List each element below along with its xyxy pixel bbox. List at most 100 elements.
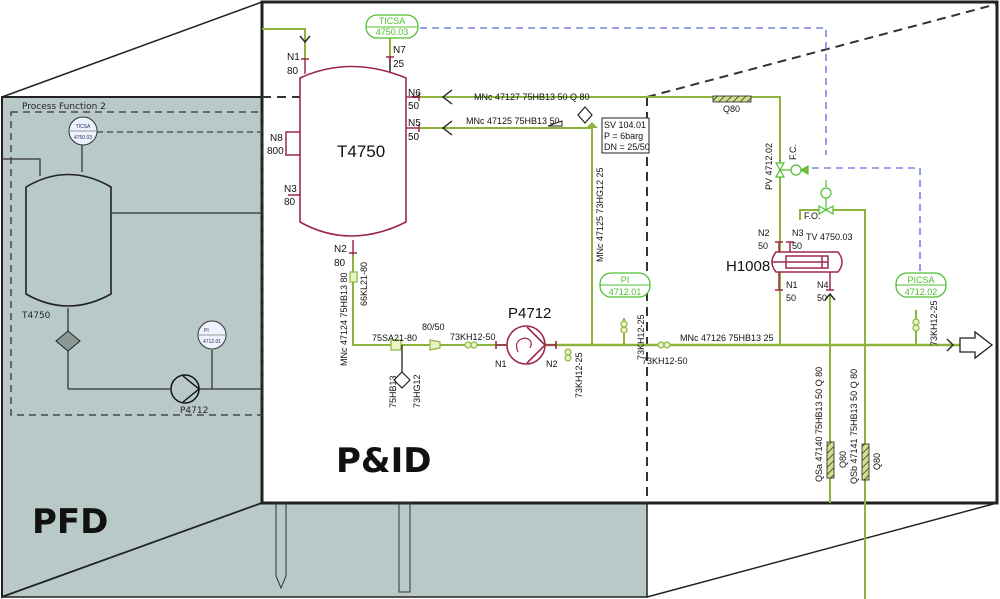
pfd-instrument-pi: PI 4712.01 [197, 320, 227, 350]
pfd-title: PFD [32, 502, 108, 542]
insulation-label: Q80 [723, 104, 740, 114]
line-label-vertical-sv: MNc 47125 73HG12 25 [595, 167, 605, 262]
svg-text:50: 50 [792, 241, 802, 251]
battery-limit-arrow[interactable] [959, 330, 994, 360]
hx-tag: H1008 [726, 258, 770, 275]
drain-diamond [393, 371, 411, 389]
pfd-pump [170, 374, 201, 404]
svg-text:N6: N6 [408, 88, 421, 99]
box-edge-bottom-right [646, 502, 998, 598]
reducer-label: 80/50 [422, 322, 445, 332]
svg-text:80: 80 [284, 197, 296, 208]
svg-text:N3: N3 [284, 184, 297, 195]
tank-tag: T4750 [337, 142, 385, 161]
line-label-qsb: QSb 47141 75HB13 50 Q 80 [849, 369, 859, 484]
instrument-ticsa[interactable]: TICSA 4750.03 [365, 14, 419, 39]
instrument-pi[interactable]: PI 4712.01 [599, 272, 651, 298]
sight-glass [547, 120, 563, 127]
pid-title: P&ID [336, 441, 431, 481]
svg-text:50: 50 [758, 241, 768, 251]
pfd-instrument-ticsa: TICSA 4750.03 [68, 116, 98, 146]
line-label-header: MNc 47126 75HB13 25 [680, 333, 774, 343]
drain-label-1: 75HB13 [388, 375, 398, 408]
pid-content: T4750 N1 80 N7 25 N6 50 N5 50 N8 800 N3 … [262, 14, 994, 599]
pump-p4712[interactable] [495, 325, 557, 365]
box-edge-top-left [1, 1, 263, 98]
safety-valve-diamond[interactable] [577, 106, 593, 124]
line-label-tank-outlet: MNc 47124 75HB13 80 [339, 272, 349, 366]
tank-t4750 [299, 65, 407, 237]
pv-tag: PV 4712.02 [764, 143, 774, 190]
insulation-label: Q80 [838, 451, 848, 468]
line-label-n5: MNc 47125 75HB13 50 [466, 116, 560, 126]
svg-text:80: 80 [287, 66, 299, 77]
hand-valves[interactable] [349, 271, 920, 362]
picsa-number: 4712.02 [905, 287, 938, 297]
svg-text:N1: N1 [786, 280, 798, 290]
pi-valve-label: 73KH12-25 [636, 314, 646, 360]
process-function-label: Process Function 2 [22, 102, 106, 112]
instrument-picsa[interactable]: PICSA 4712.02 [895, 272, 947, 298]
floor-post [398, 502, 411, 593]
pump-nozzle-n2: N2 [546, 359, 558, 369]
pfd-tank [25, 173, 112, 307]
svg-text:800: 800 [267, 146, 284, 157]
pfd-pi-bottom: 4712.01 [203, 339, 221, 345]
control-valve-tv[interactable] [818, 180, 834, 216]
pump-tag: P4712 [508, 305, 551, 322]
pfd-pi-top: PI [204, 328, 209, 334]
picsa-function: PICSA [907, 275, 934, 285]
projection-line [646, 3, 998, 98]
heat-exchanger-h1008[interactable] [771, 241, 843, 291]
safety-valve-body[interactable] [586, 122, 598, 128]
strainer-label: 75SA21-80 [372, 333, 417, 343]
svg-text:N8: N8 [270, 133, 283, 144]
sv-pressure: P = 6barg [604, 131, 643, 141]
process-function-boundary [10, 111, 263, 416]
tv-tag: TV 4750.03 [806, 232, 853, 242]
sv-tag: SV 104.01 [604, 120, 646, 130]
pfd-ticsa-top: TICSA [76, 124, 91, 130]
pump-nozzle-n1: N1 [495, 359, 507, 369]
pfd-pipe [2, 158, 41, 176]
pfd-content: Process Function 2 T4750 TICSA 4750.03 P… [2, 102, 263, 416]
pfd-pump-label: P4712 [180, 406, 208, 416]
line-label-strainer: 66KL21-80 [359, 262, 369, 306]
insulation-hatch [861, 443, 870, 481]
svg-text:50: 50 [817, 293, 827, 303]
hx-nozzle-labels: N2 50 N3 50 N1 50 N4 50 [758, 228, 829, 303]
pfd-diamond-symbol [55, 330, 81, 352]
svg-text:N4: N4 [817, 280, 829, 290]
control-valve-pv[interactable] [774, 162, 809, 178]
tank-nozzle-labels: N1 80 N7 25 N6 50 N5 50 N8 800 N3 80 N2 … [267, 45, 421, 269]
flow-arrows [299, 35, 954, 352]
pfd-ticsa-bottom: 4750.03 [74, 135, 92, 141]
suction-valve-label: 73KH12-50 [450, 332, 496, 342]
sv-dn: DN = 25/50 [604, 142, 650, 152]
tv-fail-position: F.O. [804, 211, 821, 221]
svg-text:N1: N1 [287, 52, 300, 63]
svg-text:N2: N2 [334, 244, 347, 255]
floor-post [275, 503, 287, 590]
pi-function: PI [621, 275, 630, 285]
insulation-label: Q80 [872, 453, 882, 470]
insulation-hatch [712, 95, 752, 103]
drain-label-2: 73HG12 [412, 374, 422, 408]
pi-number: 4712.01 [609, 287, 642, 297]
pfd-tank-label: T4750 [21, 311, 51, 321]
svg-text:N7: N7 [393, 45, 406, 56]
svg-text:50: 50 [408, 101, 420, 112]
svg-text:N2: N2 [758, 228, 770, 238]
safety-valve-box [601, 117, 650, 154]
pv-fail-position: F.C. [788, 144, 798, 160]
svg-text:50: 50 [786, 293, 796, 303]
line-label-qsa: QSa 47140 75HB13 50 Q 80 [814, 367, 824, 482]
svg-text:25: 25 [393, 59, 405, 70]
svg-text:50: 50 [408, 132, 420, 143]
svg-text:N3: N3 [792, 228, 804, 238]
line-label-n6: MNc 47127 75HB13 50 Q 80 [474, 92, 590, 102]
picsa-valve-label: 73KH12-25 [929, 300, 939, 346]
insulation-hatch [826, 441, 835, 479]
